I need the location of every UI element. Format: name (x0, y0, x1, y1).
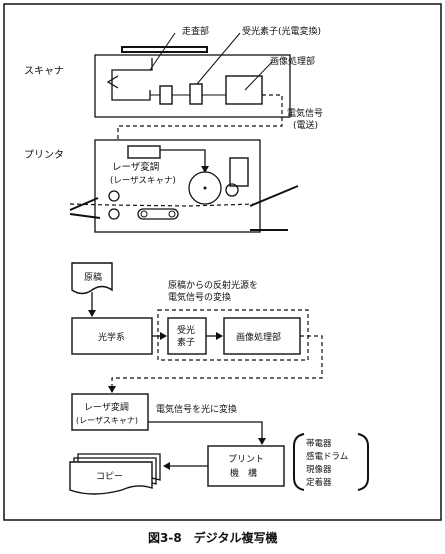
flow-signal-to-light: 電気信号を光に変換 (156, 403, 237, 415)
flow-part-0: 帯電器 (306, 438, 332, 449)
flow-optics: 光学系 (98, 331, 125, 343)
parts-bracket-right (357, 433, 369, 491)
flow-print-1: プリント (228, 454, 264, 465)
flow-print-box (207, 445, 285, 487)
printer-title: プリンタ (24, 149, 64, 161)
flow-part-3: 定着器 (306, 477, 332, 488)
flow-copy-shape (69, 461, 153, 495)
flow-photo-2: 素子 (177, 336, 195, 348)
image-proc-box (225, 75, 263, 105)
label-photo-element: 受光素子(光電変換) (242, 25, 321, 37)
flow-reflect-note-1: 原稿からの反射光源を (168, 279, 258, 291)
flow-part-1: 感電ドラム (306, 451, 348, 462)
label-image-proc: 画像処理部 (270, 55, 315, 67)
figure-frame (3, 3, 442, 521)
flow-laser-box (71, 393, 149, 431)
flow-copy: コピー (96, 471, 123, 482)
flow-dashed-group (157, 309, 309, 361)
printer-unit (69, 139, 299, 233)
label-laser-1: レーザ変調 (112, 161, 159, 173)
flow-photo-1: 受光 (177, 324, 195, 336)
laser-box (127, 145, 161, 159)
label-scan-unit: 走査部 (182, 25, 209, 37)
flow-reflect-note-2: 電気信号の変換 (168, 291, 231, 303)
scanner-unit (94, 32, 291, 118)
label-signal-1: 電気信号 (287, 107, 323, 119)
ccd-box (189, 83, 203, 105)
flow-photo-box (167, 317, 207, 355)
flow-print-2: 機 構 (230, 467, 257, 479)
developer-box (229, 157, 249, 187)
photo-drum (188, 171, 222, 205)
scanner-title: スキャナ (24, 65, 64, 77)
flow-laser-1: レーザ変調 (84, 401, 129, 413)
photo-element-box (159, 85, 173, 105)
flow-optics-box (71, 317, 153, 355)
flow-image-proc-box (223, 317, 301, 355)
parts-bracket-left (293, 433, 305, 491)
label-laser-2: (レーザスキャナ) (110, 176, 176, 186)
flow-original: 原稿 (84, 271, 102, 283)
flow-image-proc: 画像処理部 (236, 331, 281, 343)
label-signal-2: (電送) (293, 119, 318, 131)
figure-caption: 図3-8 デジタル複写機 (148, 530, 277, 545)
flow-laser-2: (レーザスキャナ) (76, 416, 138, 425)
flow-part-2: 現像器 (306, 464, 332, 475)
flow-original-shape (71, 262, 113, 295)
